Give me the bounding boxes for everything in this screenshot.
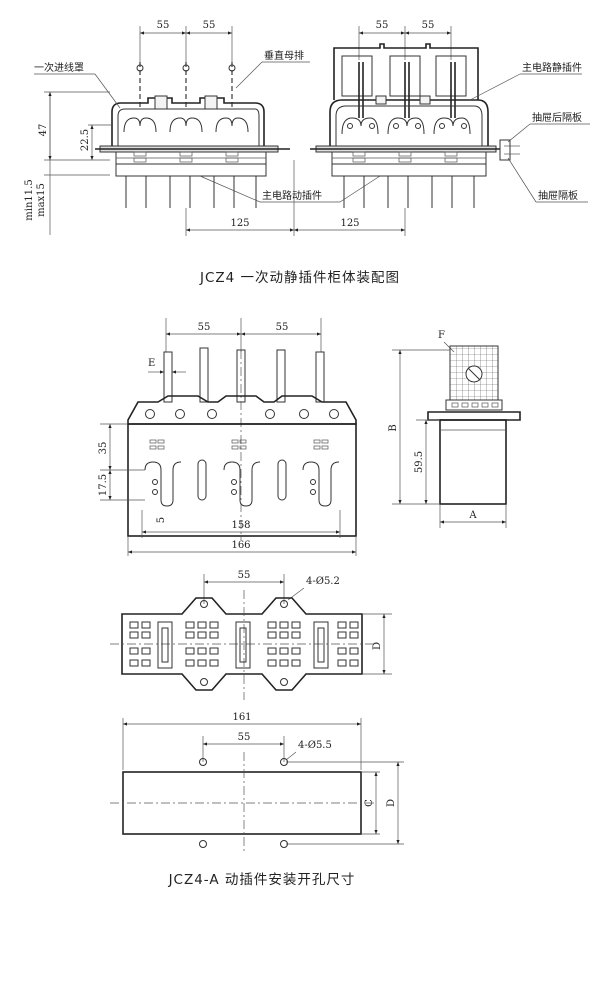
dim-55-front-a: 55 [198,322,211,333]
figure3-top-view: 55 4-Ø5.2 D [110,570,392,700]
dim-161: 161 [232,712,251,723]
dim-B: B [388,424,399,431]
dim-E: E [148,358,155,369]
dim-166: 166 [231,540,250,551]
holes-4-5-5: 4-Ø5.5 [298,740,332,751]
dim-F: F [438,330,445,341]
dim-47: 47 [38,124,49,137]
figure2-front-side-views: 55 55 E [98,318,521,556]
side-view: F B 59.5 A [388,330,521,528]
dim-max-15: max15 [36,183,47,217]
dim-125-a: 125 [230,218,249,229]
front-view-body [127,395,357,537]
dim-125-b: 125 [340,218,359,229]
label-vertical-busbar: 垂直母排 [264,49,304,62]
dim-5: 5 [156,517,167,523]
dim-59-5: 59.5 [414,451,425,473]
holes-4-5-2: 4-Ø5.2 [306,576,340,587]
figure4-cutout: 161 55 4-Ø5.5 C D JCZ4-A 动插件安装开孔尺寸 [110,712,404,888]
figure1-caption: JCZ4 一次动静插件柜体装配图 [199,270,400,286]
label-main-static-plug: 主电路静插件 [522,61,582,74]
label-incoming-cover: 一次进线罩 [34,61,84,74]
right-assembly: 55 55 [294,20,520,236]
dim-D-top: D [372,642,383,650]
dim-55-c: 55 [376,20,389,31]
dim-158: 158 [231,520,250,531]
dim-35: 35 [98,442,109,455]
figure4-caption: JCZ4-A 动插件安装开孔尺寸 [168,872,356,888]
label-drawer-rear-partition: 抽屉后隔板 [532,111,582,124]
figure1-assembly: 55 55 [24,20,590,286]
dim-55-front-b: 55 [276,322,289,333]
dim-55-cutout: 55 [238,732,251,743]
dim-min-11-5: min11.5 [24,179,35,220]
dim-55-a: 55 [157,20,170,31]
dim-55-d: 55 [422,20,435,31]
dim-55-top: 55 [238,570,251,581]
left-assembly [95,62,290,208]
front-view-pins [163,347,325,540]
dim-D-cutout: D [386,799,397,807]
dim-55-b: 55 [203,20,216,31]
dim-C: C [364,799,375,807]
dim-A: A [468,510,477,521]
label-drawer-partition: 抽屉隔板 [538,189,578,202]
dim-17-5: 17.5 [98,474,109,496]
label-main-moving-plug: 主电路动插件 [262,189,322,202]
dim-22-5: 22.5 [80,129,91,151]
